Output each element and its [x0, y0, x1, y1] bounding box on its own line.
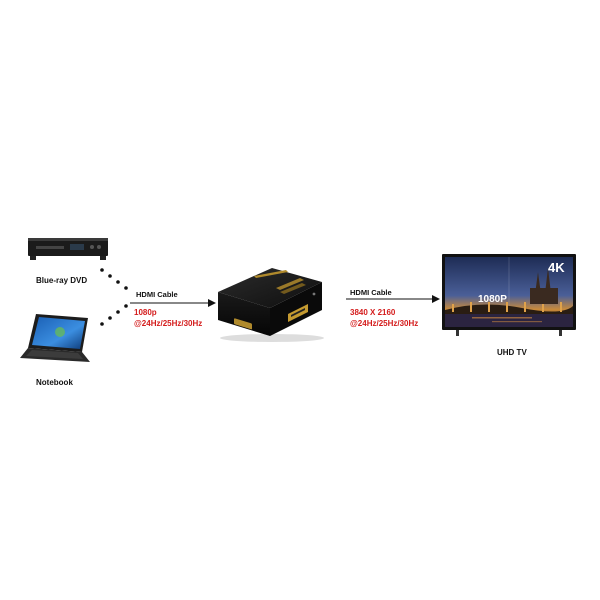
uhd-tv: 4K 1080P — [442, 254, 576, 338]
input-resolution: 1080p — [134, 308, 157, 317]
notebook — [16, 312, 96, 368]
notebook-icon — [20, 314, 90, 362]
output-rates: @24Hz/25Hz/30Hz — [350, 319, 419, 328]
source-dotted-connectors — [100, 268, 128, 326]
input-rates: @24Hz/25Hz/30Hz — [134, 319, 203, 328]
tv-badge-4k: 4K — [548, 260, 565, 275]
tv-icon — [442, 254, 576, 336]
output-arrow — [346, 295, 440, 303]
input-arrow — [130, 299, 216, 307]
hdmi-upscaler-box — [214, 262, 326, 344]
bluray-player — [26, 234, 110, 262]
bluray-player-icon — [28, 238, 108, 260]
tv-badge-1080p: 1080P — [478, 294, 507, 305]
upscaler-device-icon — [218, 268, 324, 342]
input-cable-label: HDMI Cable — [136, 290, 178, 299]
output-cable-label: HDMI Cable — [350, 288, 392, 297]
tv-label: UHD TV — [497, 348, 527, 357]
bluray-label: Blue-ray DVD — [36, 276, 88, 285]
output-resolution: 3840 X 2160 — [350, 308, 396, 317]
notebook-label: Notebook — [36, 378, 73, 387]
